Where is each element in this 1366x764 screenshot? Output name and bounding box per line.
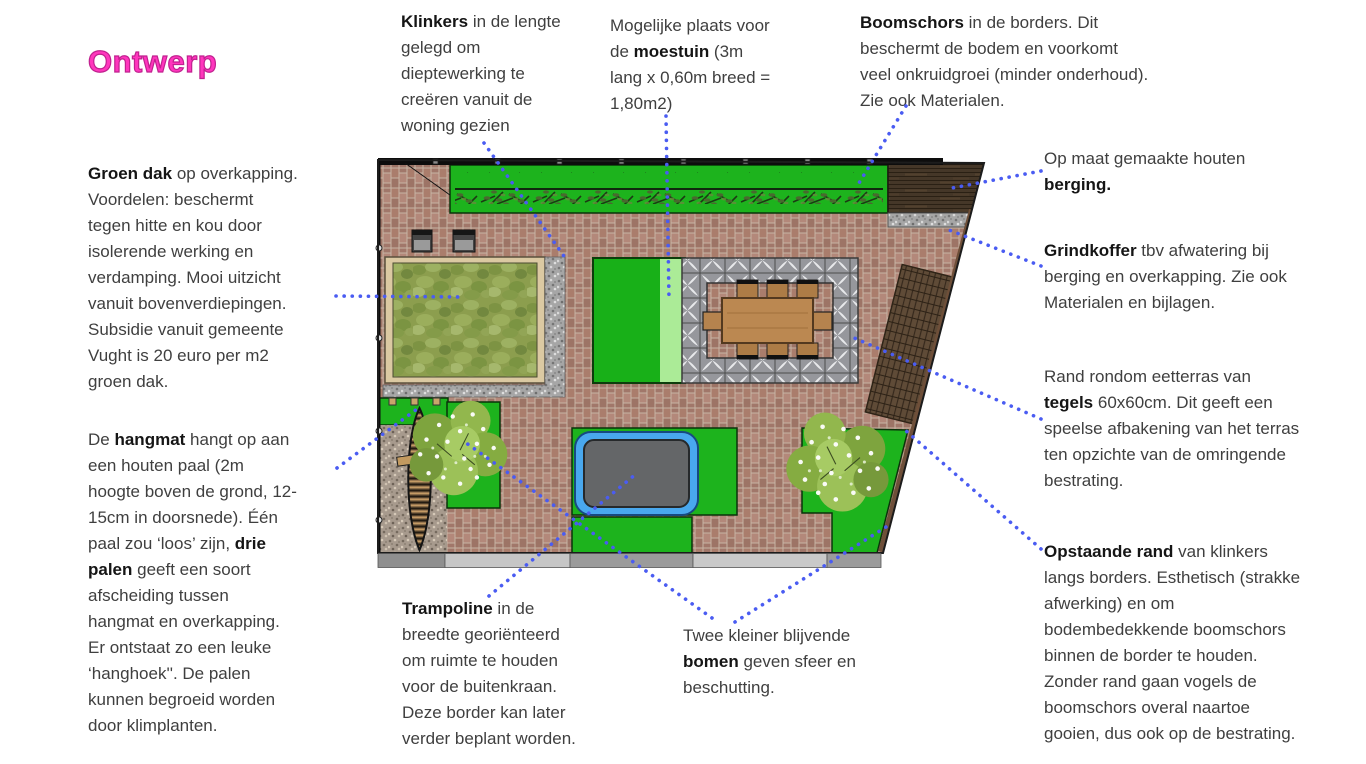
annotation-tegels: Rand rondom eetterras van tegels 60x60cm… — [1044, 367, 1300, 490]
annotation-moestuin: Mogelijke plaats voor de moestuin (3m la… — [610, 16, 771, 113]
lounge-chairs — [411, 229, 476, 253]
annotation-boomschors: Boomschors in de borders. Dit beschermt … — [860, 13, 1149, 110]
hedge-border — [449, 164, 889, 214]
wooden-shed — [887, 163, 984, 214]
annotation-grindkoffer: Grindkoffer tbv afwatering bij berging e… — [1044, 241, 1287, 312]
tile-terrace — [681, 257, 859, 384]
annotation-trampoline: Trampoline in de breedte georiënteerd om… — [402, 599, 576, 748]
garden-plan-drawing — [375, 158, 986, 568]
annotation-groen-dak: Groen dak op overkapping. Voordelen: bes… — [88, 164, 298, 391]
annotation-berging: Op maat gemaakte houten berging. — [1044, 149, 1246, 194]
gravel-drain — [887, 212, 972, 228]
vegetable-garden — [592, 257, 686, 384]
page-title: Ontwerp — [87, 43, 218, 79]
annotation-bomen: Twee kleiner blijvende bomen geven sfeer… — [683, 626, 856, 697]
dining-chairs — [702, 279, 833, 360]
annotation-klinkers: Klinkers in de lengte gelegd om dieptewe… — [401, 12, 561, 135]
dining-table — [721, 297, 814, 344]
green-roof-canopy — [384, 256, 546, 384]
garden-plan — [375, 148, 991, 574]
annotation-opstaande-rand: Opstaande rand van klinkers langs border… — [1044, 542, 1301, 743]
annotation-hangmat: De hangmat hangt op aan een houten paal … — [88, 430, 297, 735]
trampoline — [574, 431, 699, 516]
hammock-posts — [388, 397, 441, 406]
moestuin-strip — [660, 259, 684, 382]
lawn-below-trampoline — [571, 516, 693, 553]
curb — [377, 553, 882, 568]
